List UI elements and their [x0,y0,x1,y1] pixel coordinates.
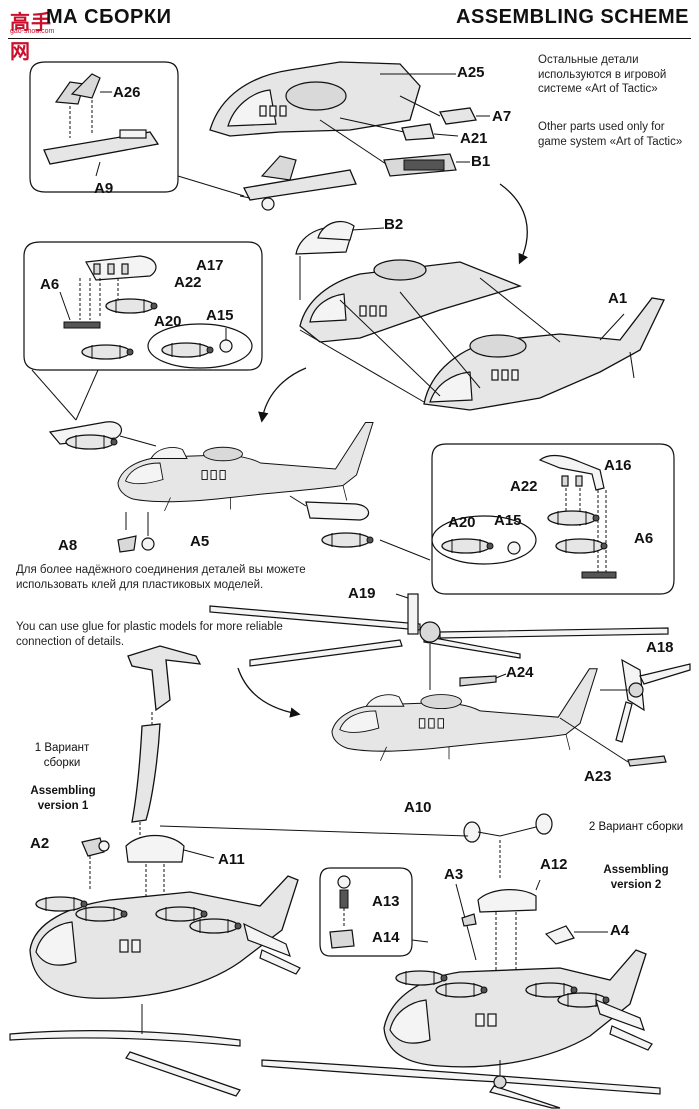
label-a23: A23 [584,768,612,785]
label-a10: A10 [404,799,432,816]
label-a22-right: A22 [510,478,538,495]
logo-subtext: gao-shou.com [10,28,55,35]
label-a9: A9 [94,180,114,197]
title-english: ASSEMBLING SCHEME [456,6,689,28]
label-a12: A12 [540,856,568,873]
detail-box-a17 [23,241,263,371]
a2-part [81,837,110,890]
a10-part [463,813,553,880]
label-a25: A25 [457,64,485,81]
note-other-parts-ru: Остальные детали используются в игровой … [538,54,667,95]
label-a3: A3 [444,866,464,883]
a3-part [455,883,477,961]
label-a21: A21 [460,130,488,147]
a12-part [477,879,541,970]
b2-canopy [295,221,385,300]
left-pylon-assembly [48,421,157,450]
label-a20-left: A20 [154,313,182,330]
cockpit-subassembly [239,155,357,211]
watermark-logo: 高手网 gao-shou.com [4,4,56,63]
note-glue-en: You can use glue for plastic models for … [16,621,283,648]
label-a15-left: A15 [206,307,234,324]
a8-a5-parts [117,512,155,553]
label-a16: A16 [604,457,632,474]
label-a22-left: A22 [174,274,202,291]
stand-bracket [127,645,202,840]
a23-part [559,717,667,767]
flow-arrow-3 [237,667,301,718]
label-a17: A17 [196,257,224,274]
detail-box-a16 [431,443,675,595]
label-a4: A4 [610,922,630,939]
label-a11: A11 [218,851,245,868]
helicopter-version-1 [9,875,301,1097]
flow-arrow-2 [258,367,307,423]
a17-box-parts [59,255,253,369]
helicopter-version-2 [261,949,661,1109]
flow-arrow-1 [499,183,529,265]
note-other-parts-en: Other parts used only for game system «A… [538,121,683,148]
a1-fuselage [423,297,665,411]
main-rotor-a19 [209,593,669,690]
version1-en: Assembling version 1 [30,785,96,812]
logo-text: 高手网 [10,12,52,63]
right-pylon-assembly [289,495,431,561]
top-parts-fuselage [209,61,477,177]
a26-a9-parts [43,73,160,177]
version2-en: Assembling version 2 [603,864,669,891]
label-a26: A26 [113,84,141,101]
a4-part [544,925,608,945]
label-a13: A13 [372,893,400,910]
a13-a14-inset [319,867,429,957]
label-a2: A2 [30,835,50,852]
tail-rotor-a18 [600,658,691,743]
upper-fuselage-half [299,259,522,343]
label-a20-right: A20 [448,514,476,531]
label-a7: A7 [492,108,512,125]
label-b2: B2 [384,216,404,233]
label-a15-right: A15 [494,512,522,529]
label-a14: A14 [372,929,400,946]
label-a18: A18 [646,639,674,656]
label-a6-left: A6 [40,276,60,293]
label-a24: A24 [506,664,534,681]
a11-part [125,835,215,900]
a16-box-parts [431,454,617,579]
detail-box-a26 [29,61,179,193]
version2-ru: 2 Вариант сборки [588,821,684,833]
label-a5: A5 [190,533,210,550]
header-rule [8,38,691,39]
a24-part [459,673,507,687]
label-b1: B1 [471,153,491,170]
title-russian: МА СБОРКИ [46,6,172,28]
label-a19: A19 [348,585,376,602]
note-glue-ru: Для более надёжного соединения деталей в… [16,564,306,591]
label-a1: A1 [608,290,628,307]
label-a8: A8 [58,537,78,554]
version1-ru: 1 Вариант сборки [34,742,90,769]
helicopter-side-view-1 [117,422,374,512]
label-a6-right: A6 [634,530,654,547]
